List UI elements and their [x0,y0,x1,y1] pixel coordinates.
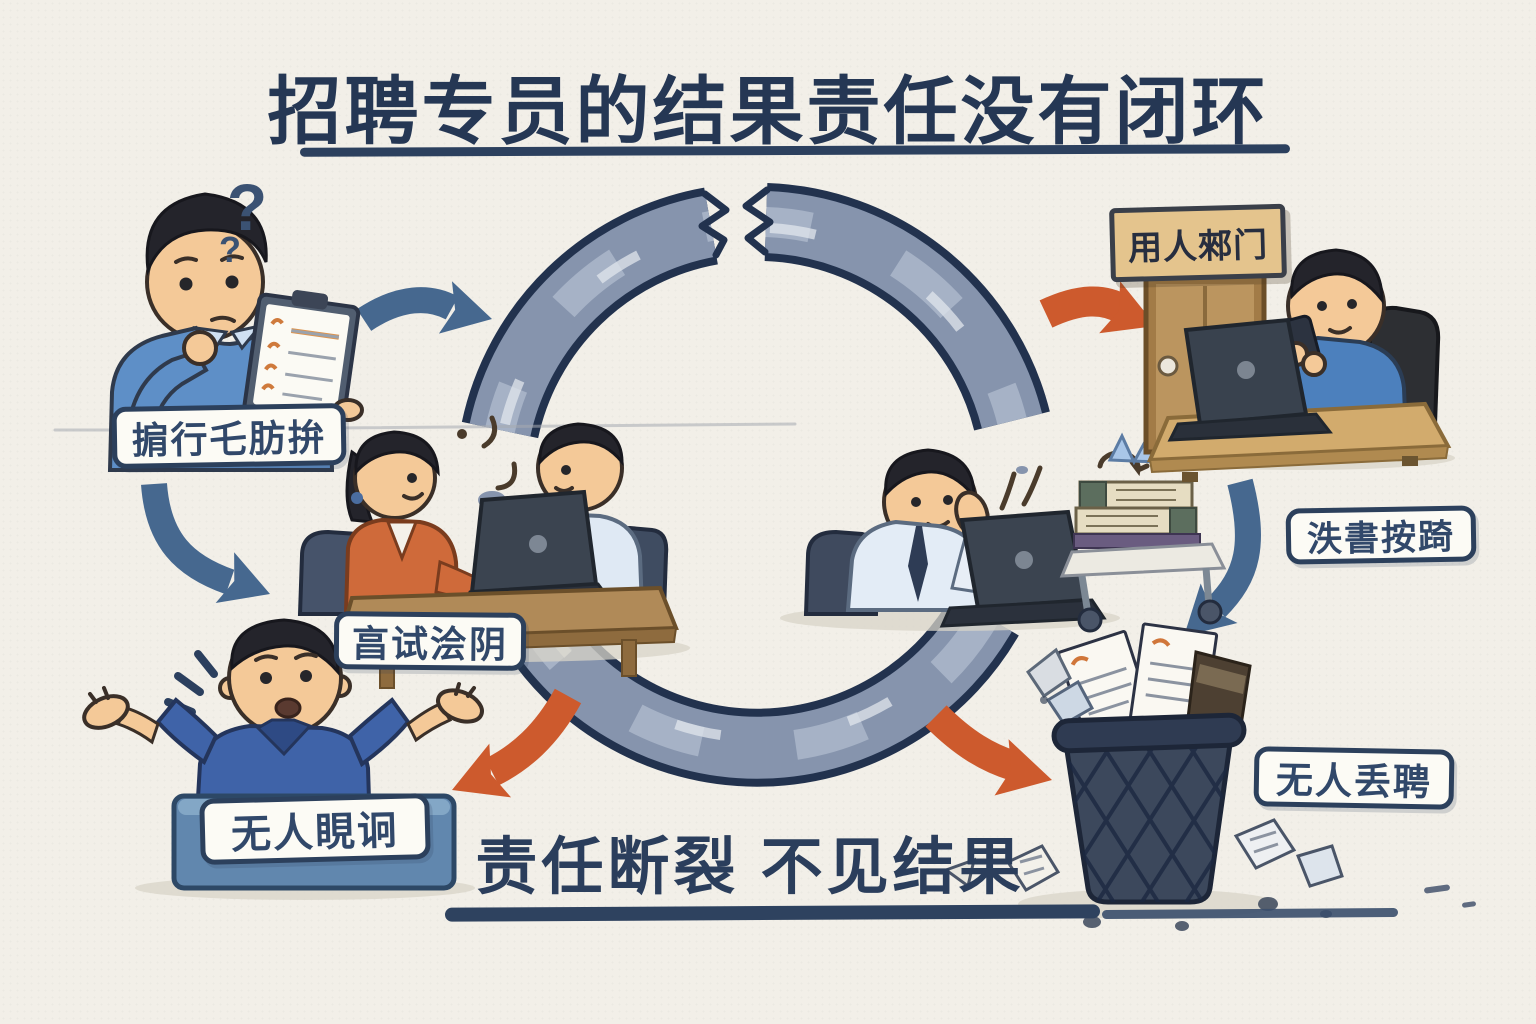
label-step2: 亯试浍阴 [333,611,527,671]
flow-arrows [141,281,1261,798]
label-outcome-no-hire: 无人丢聘 [1253,746,1455,810]
trash-scene [942,622,1344,931]
clipboard-icon [242,290,361,426]
ring-break-left-edge [698,190,730,259]
arrow-step1-down [141,482,270,603]
department-sign: 用人郲门 [1109,203,1287,283]
figure-recruiter-waiting: ? [803,448,1150,628]
question-mark-large: ? [227,170,267,244]
question-mark-small: ? [219,229,241,270]
file-cart [1059,432,1227,633]
arrow-recruiter-to-cycle [356,281,492,334]
page-title: 招聘专员的结果责任没有闭环 [267,70,1269,153]
arrow-break-right [925,705,1052,796]
department-door-scene [1143,248,1452,482]
label-step3: 泆書按踦 [1285,505,1477,565]
ring-break-right-edge [742,186,774,256]
label-step1: 掮行乇肪拚 [111,402,347,470]
arrow-break-left [452,688,582,798]
broken-cycle-ring [461,183,1067,787]
door-knob [1157,355,1179,377]
footer-caption: 责任断裂 不见结果 [475,833,1025,902]
arrow-to-department [1039,281,1156,334]
label-outcome-no-follow: 无人睍诇 [199,793,431,865]
